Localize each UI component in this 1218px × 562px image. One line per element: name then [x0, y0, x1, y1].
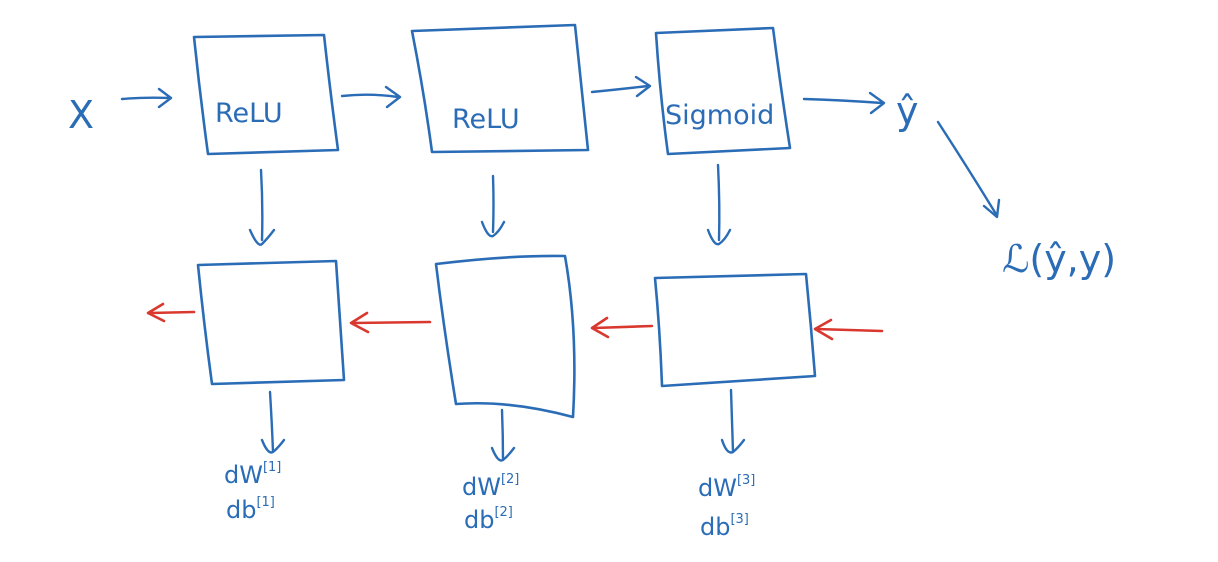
arrow-yhat-to-loss	[936, 120, 1001, 219]
output-label: ŷ	[896, 89, 919, 133]
arrow-relu2-to-sigmoid	[590, 75, 652, 98]
grad-arrow-3	[720, 388, 746, 454]
arrow-input-to-relu1	[120, 87, 173, 109]
gradients-layer-3: dW[3] db[3]	[698, 473, 755, 541]
db-3: db[3]	[700, 512, 749, 541]
backprop-arrow-block-2-to-1	[349, 311, 432, 334]
forward-block-1	[192, 33, 340, 156]
backprop-arrow-block-3-to-2	[590, 316, 654, 339]
arrow-relu1-to-relu2	[340, 85, 402, 109]
forward-block-2	[410, 23, 590, 154]
forward-block-1-label: ReLU	[215, 98, 283, 129]
grad-arrow-2	[490, 408, 516, 462]
backward-block-3	[653, 272, 817, 388]
backward-block-1	[196, 259, 346, 386]
loss-label: ℒ(ŷ,y)	[1002, 237, 1116, 281]
backprop-arrow-out-of-block-1	[146, 302, 196, 323]
gradients-layer-2: dW[2] db[2]	[462, 472, 519, 534]
dw-1: dW[1]	[224, 460, 281, 489]
input-label: X	[68, 93, 94, 137]
dw-3: dW[3]	[698, 473, 755, 502]
db-1: db[1]	[226, 495, 275, 524]
forward-block-3	[654, 26, 792, 156]
forward-block-3-label: Sigmoid	[665, 100, 774, 131]
forward-block-2-label: ReLU	[452, 104, 520, 135]
grad-arrow-1	[260, 390, 286, 454]
backprop-arrow-into-block-3	[813, 318, 884, 341]
arrow-down-3	[706, 163, 732, 246]
backward-block-2	[434, 254, 576, 419]
arrow-down-2	[480, 174, 506, 238]
gradients-layer-1: dW[1] db[1]	[224, 460, 281, 524]
dw-2: dW[2]	[462, 472, 519, 501]
db-2: db[2]	[464, 505, 513, 534]
arrow-sigmoid-to-yhat	[802, 91, 886, 115]
arrow-down-1	[248, 168, 276, 246]
